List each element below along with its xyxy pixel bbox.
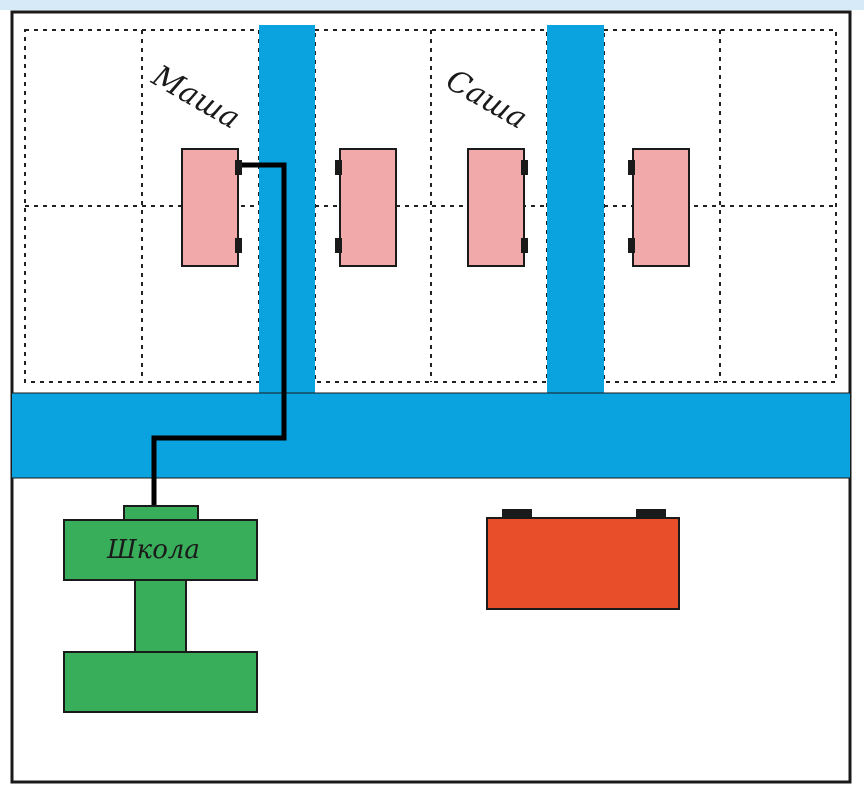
house-sasha [467,148,528,267]
top-strip [0,0,864,10]
house-middle-left [335,148,397,267]
school-building [63,505,258,713]
label-school: Школа [106,535,200,565]
red-building [486,509,680,610]
road-vertical-right [547,25,604,420]
road-horizontal [12,393,850,478]
school-top-wing [63,519,258,581]
house-masha [181,148,242,267]
school-connector [134,579,187,653]
house-right [628,148,690,267]
route-path [151,162,287,507]
road-vertical-left [259,25,315,420]
school-bottom-wing [63,651,258,713]
school-entrance [123,505,199,521]
